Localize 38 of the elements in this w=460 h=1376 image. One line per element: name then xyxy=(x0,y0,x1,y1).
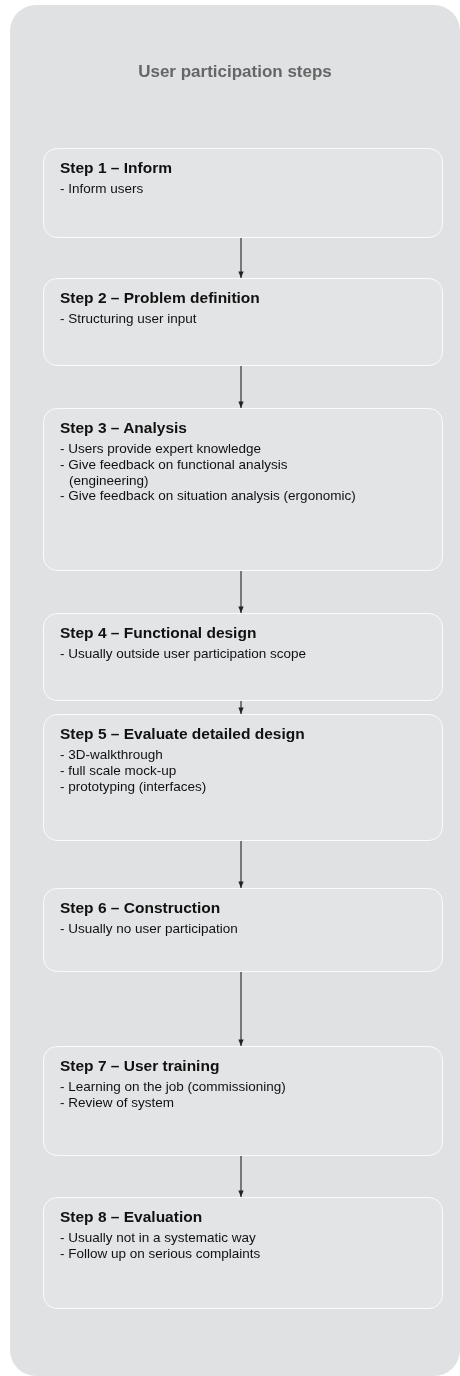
bullet-item: - Inform users xyxy=(60,181,145,197)
arrow xyxy=(238,237,244,279)
step-box xyxy=(43,613,443,701)
bullet-item: - Review of system xyxy=(60,1094,176,1111)
arrow xyxy=(238,365,244,409)
step-box xyxy=(43,408,443,571)
step-heading: Step 6 – Construction xyxy=(60,899,221,917)
step-heading: Step 3 – Analysis xyxy=(60,419,187,437)
bullet-item: - Learning on the job (commissioning) xyxy=(60,1079,287,1095)
bullet-item: - Users provide expert knowledge xyxy=(60,441,263,457)
step-heading: Step 1 – Inform xyxy=(60,159,172,177)
arrow xyxy=(238,1155,244,1198)
step-heading: Step 7 – User training xyxy=(60,1057,220,1075)
bullet-item: - prototyping (interfaces) xyxy=(60,778,208,795)
bullet-item: - Usually outside user participation scope xyxy=(60,646,308,662)
bullet-item: - 3D-walkthrough xyxy=(60,747,164,763)
bullet-item: - Follow up on serious complaints xyxy=(60,1245,262,1262)
step-heading: Step 4 – Functional design xyxy=(60,624,257,642)
bullet-item: - Give feedback on functional analysis (engineering) xyxy=(60,456,289,489)
bullet-item: - Usually no user participation xyxy=(60,921,239,937)
arrow xyxy=(238,570,244,614)
step-heading: Step 8 – Evaluation xyxy=(60,1208,203,1226)
arrow xyxy=(238,971,244,1047)
step-box xyxy=(43,888,443,972)
bullet-item: - Structuring user input xyxy=(60,311,198,327)
bullet-item: - Give feedback on situation analysis (ergonomic) xyxy=(60,488,357,505)
step-box xyxy=(43,714,443,841)
bullet-item: - full scale mock-up xyxy=(60,762,178,779)
step-box xyxy=(43,278,443,366)
step-heading: Step 5 – Evaluate detailed design xyxy=(60,725,305,743)
step-box xyxy=(43,1197,443,1309)
step-box xyxy=(43,148,443,238)
bullet-item: - Usually not in a systematic way xyxy=(60,1230,257,1246)
arrow xyxy=(238,700,244,715)
step-heading: Step 2 – Problem definition xyxy=(60,289,260,307)
arrow xyxy=(238,840,244,889)
diagram-title: User participation steps xyxy=(137,62,333,82)
step-box xyxy=(43,1046,443,1156)
